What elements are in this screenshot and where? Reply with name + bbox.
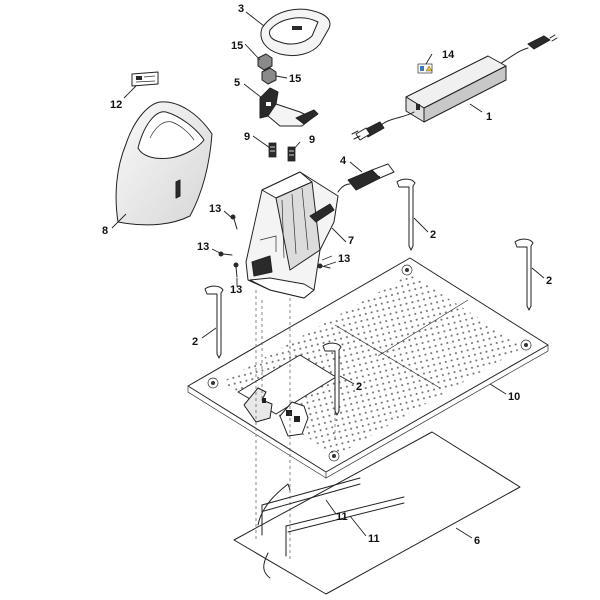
contact-bracket <box>259 87 319 127</box>
label-part-7: 7 <box>348 235 354 247</box>
label-part-1: 1 <box>486 111 492 123</box>
label-part-4: 4 <box>340 155 347 167</box>
label-part-11-lower: 11 <box>368 533 380 545</box>
contact-9-left <box>268 142 277 158</box>
label-part-14: 14 <box>442 49 455 61</box>
peg-center <box>322 342 342 416</box>
label-part-2-right: 2 <box>546 275 552 287</box>
docking-station <box>245 171 339 299</box>
label-part-13-lower: 13 <box>230 284 242 296</box>
screw-13-left <box>218 251 233 257</box>
sticker-12 <box>131 71 159 87</box>
label-part-12: 12 <box>110 99 122 111</box>
label-part-13-left: 13 <box>197 241 209 253</box>
label-part-10: 10 <box>508 391 520 403</box>
screw-13-upper <box>230 214 238 230</box>
label-part-3: 3 <box>238 3 244 15</box>
buffer-15-lower <box>261 67 277 85</box>
peg-upper-center <box>396 178 416 251</box>
leader-lines <box>111 11 545 539</box>
label-part-5: 5 <box>234 77 240 89</box>
label-part-8: 8 <box>102 225 108 237</box>
anchoring-wires <box>257 477 405 579</box>
peg-right <box>514 238 534 311</box>
label-part-9-left: 9 <box>244 131 250 143</box>
top-cover <box>260 8 331 57</box>
screw-13-right <box>317 263 331 269</box>
label-part-6: 6 <box>474 535 480 547</box>
label-part-2-upper: 2 <box>430 229 436 241</box>
power-supply <box>351 34 558 141</box>
label-part-13-upper: 13 <box>209 203 221 215</box>
screw-13-lower <box>233 262 239 278</box>
cable-connector <box>337 163 395 193</box>
housing-cover <box>115 101 213 226</box>
label-part-13-right: 13 <box>338 253 350 265</box>
label-part-2-center: 2 <box>356 381 362 393</box>
guide-mat <box>233 431 521 595</box>
label-part-15-upper: 15 <box>231 40 243 52</box>
label-part-15-lower: 15 <box>289 73 301 85</box>
peg-left <box>204 285 224 359</box>
contact-9-right <box>287 146 296 162</box>
label-part-2-left: 2 <box>192 336 198 348</box>
label-part-11-upper: 11 <box>336 511 348 523</box>
buffer-15-upper <box>257 53 273 71</box>
label-part-9-right: 9 <box>309 134 315 146</box>
sticker-14 <box>417 63 433 74</box>
part-number-labels: 3 15 15 5 12 14 1 9 9 4 8 7 13 13 13 13 … <box>102 3 552 547</box>
